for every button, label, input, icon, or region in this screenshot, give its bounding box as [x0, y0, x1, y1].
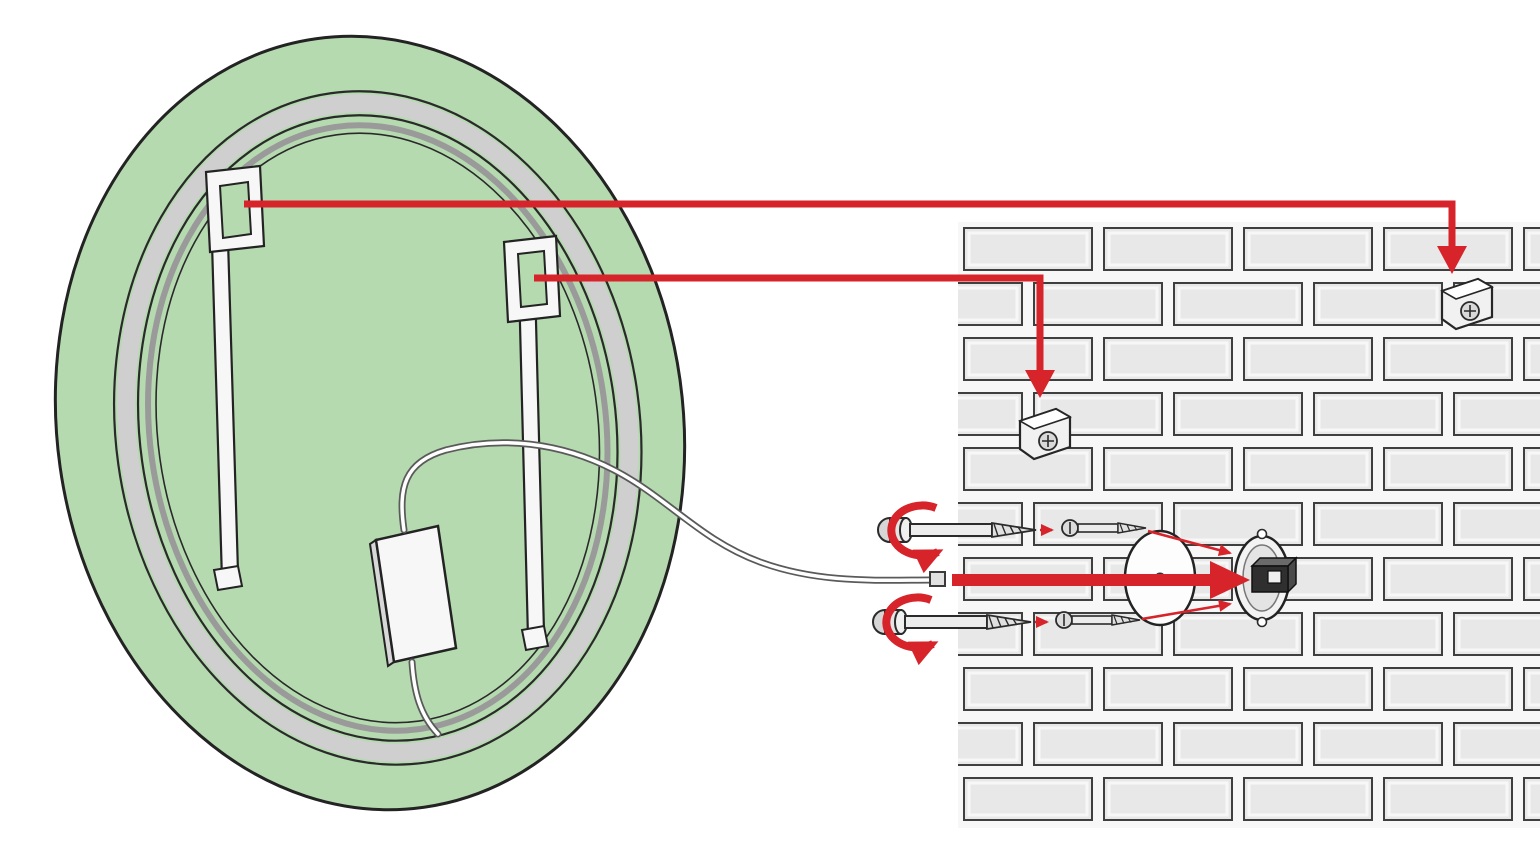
assembly-arrows [244, 200, 1467, 666]
connector-block [1250, 556, 1298, 594]
led-driver-box [368, 524, 458, 668]
brick-wall [958, 222, 1540, 828]
mirror-frame-ring [112, 90, 643, 766]
junction-box-ear-bottom [1256, 616, 1268, 628]
arrow-bracket-right-to-wall [534, 274, 1055, 398]
rotation-arrow-bottom [882, 593, 939, 666]
fixing-screw-guide-bottom [1141, 599, 1232, 621]
fixing-screw-guide-top [1147, 529, 1232, 556]
bracket-right-slot [516, 249, 549, 309]
arrow-bracket-left-to-wall [244, 200, 1467, 274]
junction-box-ear-top [1256, 528, 1268, 540]
junction-box [1233, 528, 1298, 628]
rotation-arrow-top [887, 501, 944, 574]
mirror-assembly [53, 34, 946, 812]
power-cable [398, 439, 946, 738]
hanging-bracket-left [204, 164, 266, 592]
cable-plug [929, 571, 946, 587]
arrow-cable-to-junction-box [952, 561, 1250, 599]
bracket-left-slot [218, 180, 253, 240]
